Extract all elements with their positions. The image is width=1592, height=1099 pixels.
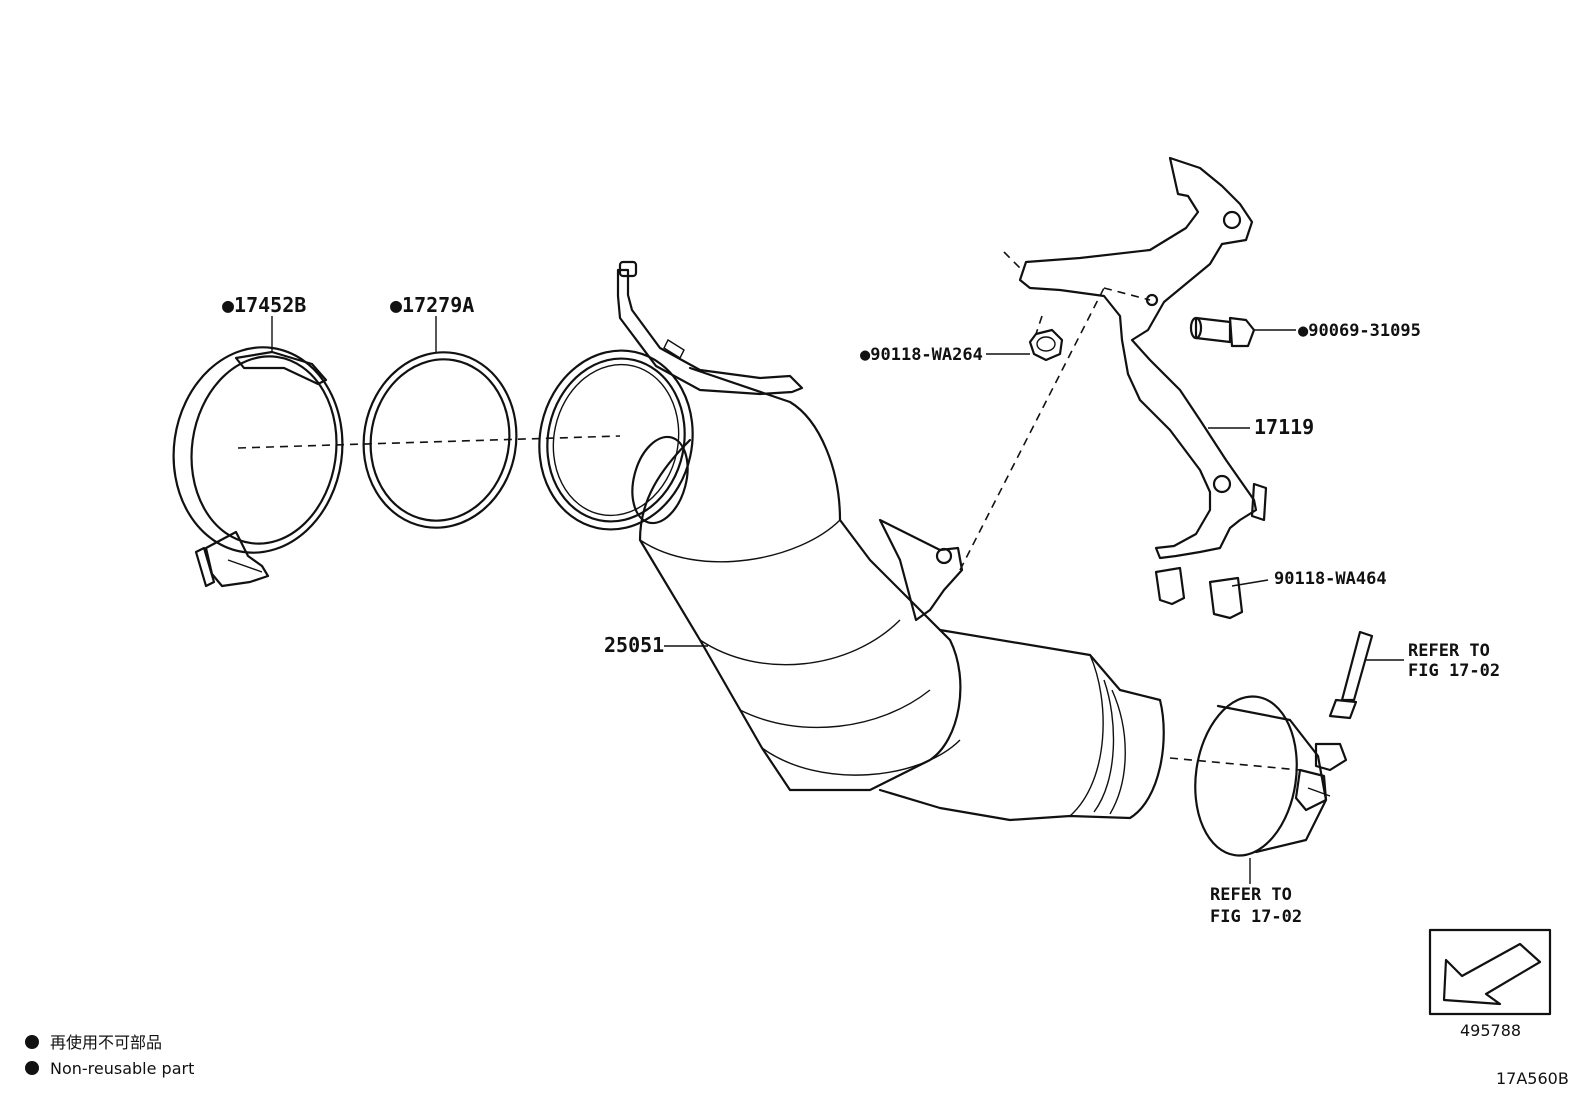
refer-sensor-line2: FIG 17-02 [1408, 661, 1500, 681]
legend-english: Non-reusable part [50, 1059, 194, 1078]
legend: 再使用不可部品 Non-reusable part [25, 1033, 194, 1078]
label-converter: 25051 [604, 633, 664, 657]
label-clamp: ●17452B [222, 293, 306, 317]
non-reusable-dot-icon [25, 1061, 39, 1075]
rear-clamp-part[interactable] [1185, 690, 1348, 862]
label-nut: ●90118-WA264 [860, 345, 983, 365]
front-arrow-icon [1442, 942, 1542, 1006]
refer-clamp-line1: REFER TO [1210, 885, 1292, 905]
label-clip: 90118-WA464 [1274, 569, 1387, 589]
catalytic-converter-part[interactable] [523, 260, 1165, 822]
alignment-line-nut [1035, 315, 1043, 335]
label-gasket: ●17279A [390, 293, 474, 317]
gasket-part[interactable] [350, 340, 530, 540]
figure-code: 17A560B [1496, 1069, 1569, 1088]
clip-part[interactable] [1154, 566, 1244, 620]
nut-part[interactable] [1028, 328, 1064, 362]
label-bolt: ●90069-31095 [1298, 321, 1421, 341]
alignment-line-stud [1003, 251, 1023, 271]
clamp-part[interactable] [160, 336, 355, 588]
non-reusable-dot-icon [25, 1035, 39, 1049]
refer-sensor-line1: REFER TO [1408, 641, 1490, 661]
front-indicator-code: 495788 [1460, 1021, 1521, 1040]
bolt-part[interactable] [1189, 316, 1256, 348]
alignment-line-rear [1169, 757, 1301, 771]
oxygen-sensor-part[interactable] [1328, 630, 1374, 720]
bracket-part[interactable] [1018, 156, 1268, 560]
label-bracket: 17119 [1254, 415, 1314, 439]
alignment-line-bracket [959, 287, 1105, 571]
alignment-line-front [237, 435, 621, 449]
leader-clip [1231, 579, 1269, 587]
refer-clamp-line2: FIG 17-02 [1210, 907, 1302, 927]
alignment-line-bracket-top [1103, 287, 1151, 301]
legend-japanese: 再使用不可部品 [50, 1033, 162, 1052]
front-direction-box [1428, 928, 1552, 1016]
